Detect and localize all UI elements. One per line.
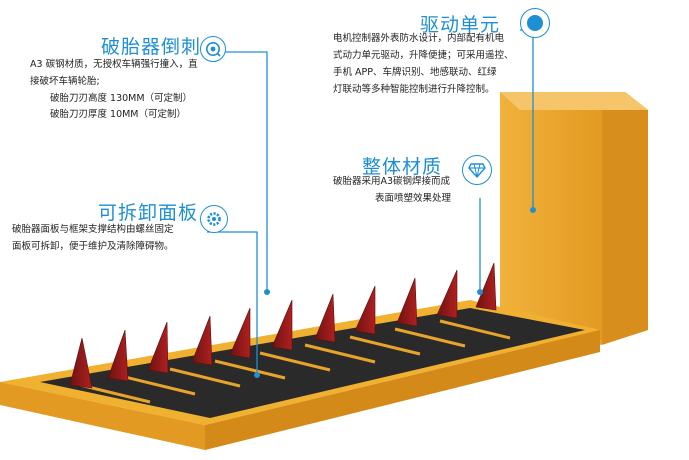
drive-desc-4: 灯联动等多种智能控制进行升降控制。 bbox=[333, 84, 495, 95]
spike-row bbox=[69, 262, 497, 389]
drive-desc-2: 式动力单元驱动，升降便捷；可采用遥控、 bbox=[333, 50, 514, 61]
panel-title: 可拆卸面板 bbox=[98, 202, 199, 224]
drive-title: 驱动单元 bbox=[420, 14, 501, 36]
spike-desc-4: 破胎刀刃厚度 10MM（可定制） bbox=[50, 109, 187, 120]
spike-desc-3: 破胎刀刃高度 130MM（可定制） bbox=[50, 93, 193, 104]
panel-desc-1: 破胎器面板与框架支撑结构由螺丝固定 bbox=[12, 224, 174, 235]
drive-desc-3: 手机 APP、车牌识别、地感联动、红绿 bbox=[333, 67, 497, 78]
spike-desc-1: A3 碳钢材质，无授权车辆强行撞入，直 bbox=[30, 59, 198, 70]
material-desc-2: 表面喷塑效果处理 bbox=[375, 193, 452, 204]
panel-desc-2: 面板可拆卸，便于维护及清除障碍物。 bbox=[12, 241, 174, 252]
drive-unit-box bbox=[500, 92, 648, 345]
spike-desc-2: 接破坏车辆轮胎; bbox=[30, 76, 100, 87]
leader-spike bbox=[210, 51, 268, 292]
spike-title: 破胎器倒刺 bbox=[101, 36, 202, 58]
drive-desc-1: 电机控制器外表防水设计，内部配有机电 bbox=[333, 33, 505, 44]
base-frame bbox=[0, 300, 600, 450]
material-title: 整体材质 bbox=[362, 156, 443, 178]
target-icon bbox=[200, 36, 226, 62]
filled-circle-icon bbox=[520, 8, 550, 38]
leader-panel bbox=[207, 231, 258, 375]
gear-icon bbox=[200, 205, 228, 233]
diamond-icon bbox=[462, 155, 492, 185]
material-desc-1: 破胎器采用A3碳钢焊接而成 bbox=[333, 176, 451, 187]
